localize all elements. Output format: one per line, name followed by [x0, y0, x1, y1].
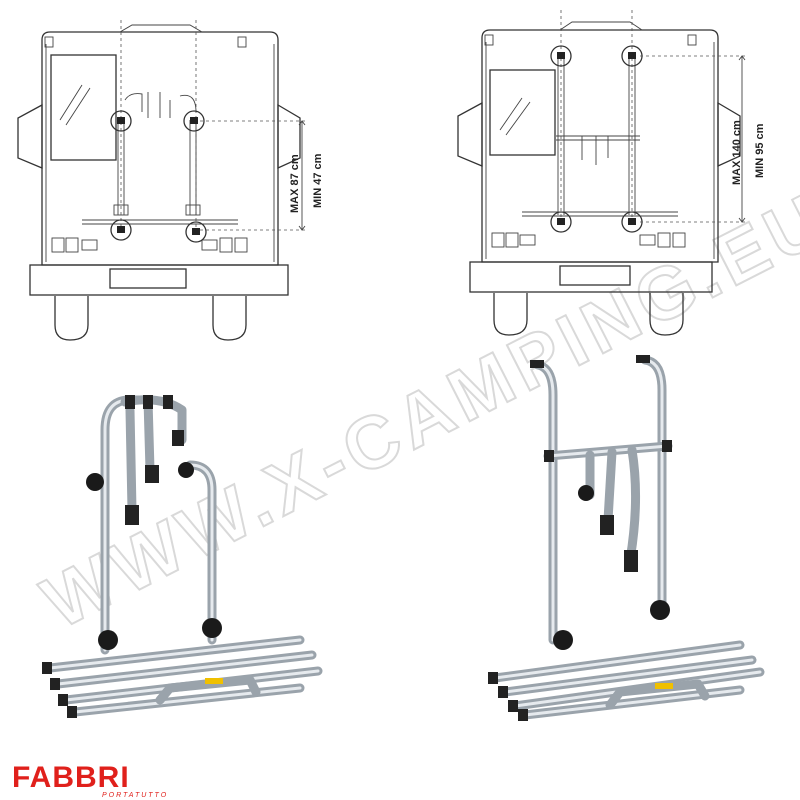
bracket-highlight-circle	[550, 211, 572, 233]
bracket-highlight-circle	[550, 45, 572, 67]
bracket-highlight-circle	[110, 219, 132, 241]
fabbri-logo: FABBRI PORTATUTTO	[12, 761, 168, 799]
max-height-label-right: MAX 140 cm	[731, 120, 743, 185]
max-height-label-left: MAX 87 cm	[289, 154, 301, 213]
min-height-label-left: MIN 47 cm	[312, 153, 324, 208]
min-height-label-right: MIN 95 cm	[754, 123, 766, 178]
brand-tagline: PORTATUTTO	[102, 792, 168, 799]
van-rear-view-left: MAX 87 cm MIN 47 cm	[17, 20, 324, 341]
bracket-highlight-circle	[185, 221, 207, 243]
bracket-highlight-circle	[110, 110, 132, 132]
bike-rack-product-left	[42, 395, 323, 718]
bike-rack-product-right	[488, 355, 765, 721]
bracket-highlight-circle	[183, 110, 205, 132]
van-rear-view-right: MAX 140 cm MIN 95 cm	[457, 10, 766, 336]
brand-name: FABBRI	[12, 761, 130, 794]
